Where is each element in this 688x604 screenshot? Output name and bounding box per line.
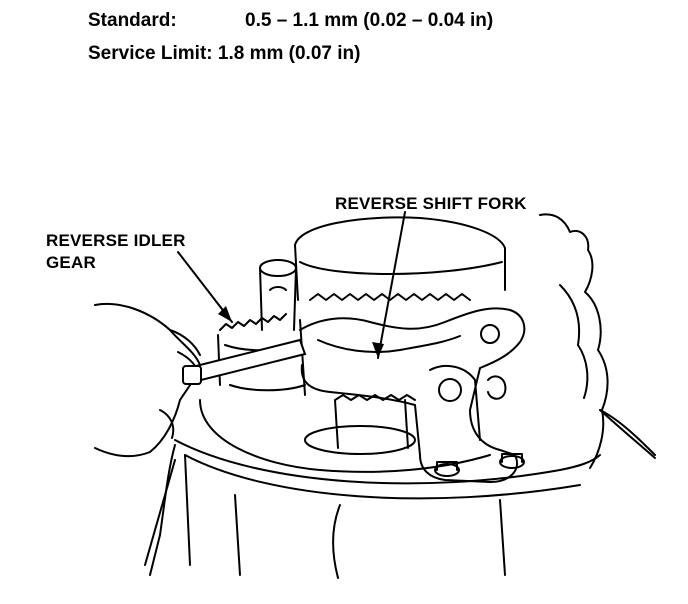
fork-detent — [487, 375, 507, 400]
reverse-shift-fork — [299, 307, 526, 483]
fork-slot — [317, 335, 461, 353]
label-reverse-idler-gear: REVERSE IDLER GEAR — [46, 230, 186, 274]
leader-case-left — [144, 459, 176, 566]
lower-gear — [334, 394, 416, 449]
feeler-gauge — [182, 338, 307, 385]
label-reverse-idler-gear-line2: GEAR — [46, 253, 96, 272]
upper-drum-ring — [299, 261, 503, 275]
shaft-pin-hole — [269, 286, 287, 291]
upper-drum-gear — [309, 293, 471, 301]
fork-pivot-hole — [480, 324, 500, 344]
spec-service-limit-label: Service Limit: — [88, 43, 213, 64]
fork-bracket — [429, 364, 481, 441]
lower-bearing — [304, 425, 416, 455]
bolt-right — [499, 453, 525, 469]
spec-standard-label: Standard: — [88, 10, 177, 31]
label-reverse-idler-gear-line1: REVERSE IDLER — [46, 231, 186, 250]
arrow-reverse-idler-gear — [218, 306, 232, 322]
spec-service-limit-value: 1.8 mm (0.07 in) — [217, 43, 361, 64]
case-flange-rim — [184, 454, 581, 500]
fork-bracket-hole — [438, 378, 462, 402]
case-inner-rim — [199, 399, 491, 473]
case-right-outline — [539, 213, 609, 469]
spec-service-limit: Service Limit: 1.8 mm (0.07 in) — [88, 43, 360, 65]
leader-case-right — [599, 409, 656, 459]
case-left-wall — [184, 454, 191, 566]
case-left-foot — [149, 444, 176, 576]
leader-reverse-shift-fork — [377, 211, 406, 359]
bolt-left — [434, 461, 460, 477]
case-right-lip — [559, 284, 589, 399]
upper-drum — [294, 216, 506, 301]
case-bolt-boss — [599, 409, 656, 456]
spec-standard-value: 0.5 – 1.1 mm (0.02 – 0.04 in) — [245, 10, 494, 31]
spec-standard: Standard: 0.5 – 1.1 mm (0.02 – 0.04 in) — [88, 10, 493, 32]
case-lower-flange — [174, 439, 601, 485]
label-reverse-shift-fork: REVERSE SHIFT FORK — [335, 194, 527, 213]
shaft-pin-top — [259, 259, 297, 277]
arrow-reverse-shift-fork — [372, 342, 384, 358]
case-lower-skirt — [234, 494, 506, 579]
